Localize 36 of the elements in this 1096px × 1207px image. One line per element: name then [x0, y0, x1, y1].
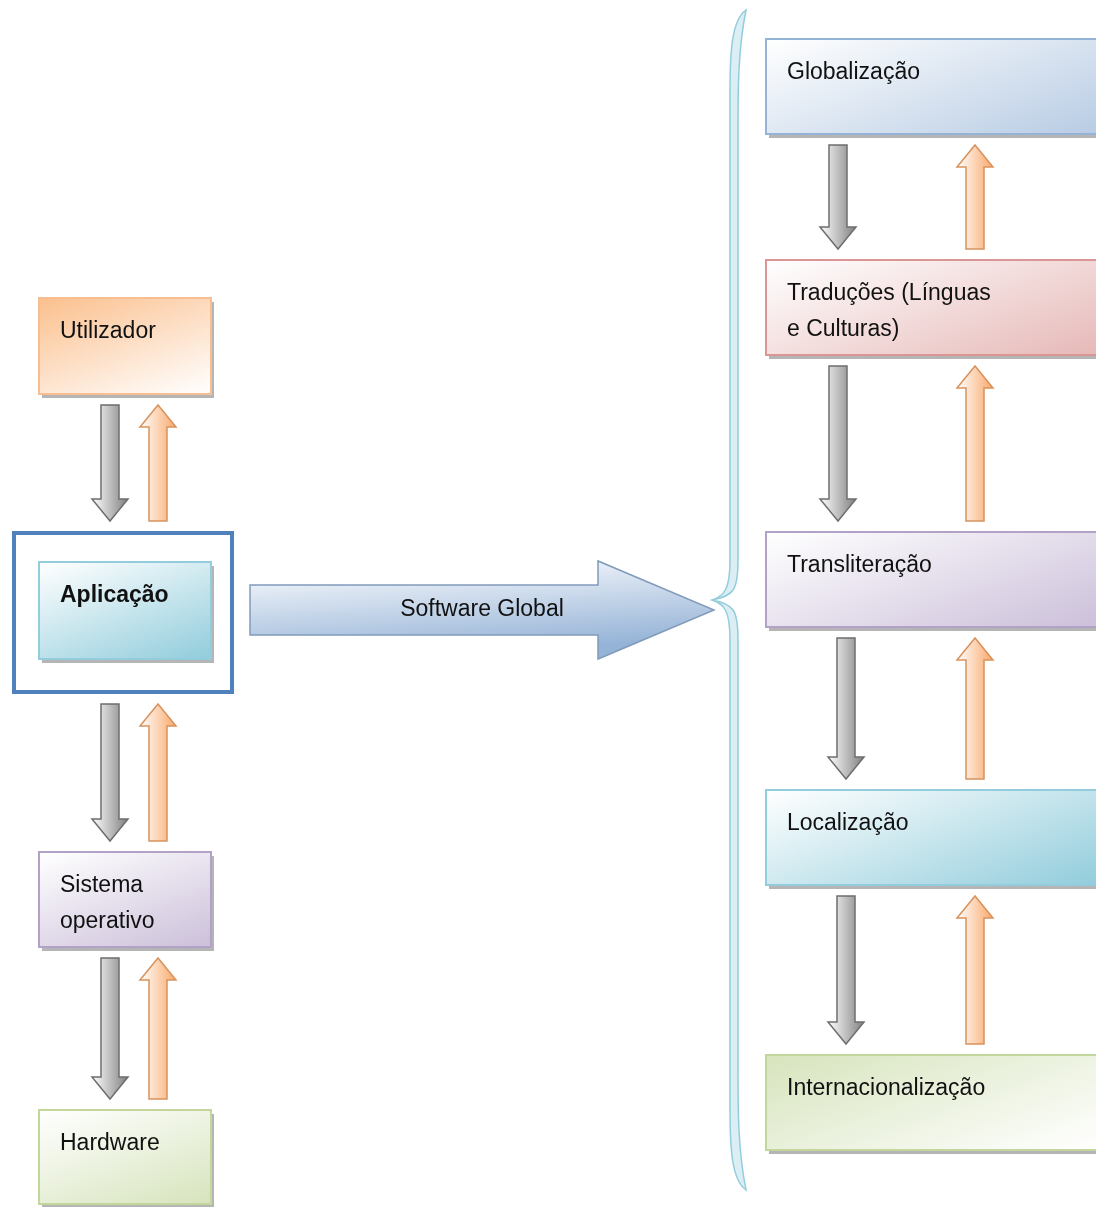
arrow: [90, 703, 130, 843]
process-box: [765, 1054, 1096, 1151]
arrow: [955, 143, 995, 250]
arrow: [955, 636, 995, 780]
process-box: [765, 259, 1096, 356]
node-label: Utilizador: [60, 316, 157, 345]
block-arrow: [249, 559, 716, 661]
node-label: Hardware: [60, 1128, 161, 1157]
arrow: [826, 895, 866, 1046]
arrow: [818, 144, 858, 251]
arrow: [138, 956, 178, 1100]
process-box: [38, 561, 212, 660]
arrow: [826, 637, 866, 781]
node-label: Traduções (Línguas e Culturas): [787, 278, 992, 343]
process-box: [765, 531, 1096, 628]
process-box: [38, 851, 212, 948]
node-label: Sistema operativo: [60, 870, 156, 935]
curly-brace: [712, 10, 746, 1190]
node-label: Globalização: [787, 57, 921, 86]
arrow: [955, 364, 995, 522]
node-label: Internacionalização: [787, 1073, 987, 1102]
arrow: [138, 702, 178, 842]
process-box: [38, 297, 212, 395]
process-box: [765, 789, 1096, 886]
arrow: [90, 404, 130, 523]
arrow: [90, 957, 130, 1101]
process-box: [38, 1109, 212, 1205]
edge-label: Software Global: [399, 595, 565, 622]
highlight-frame: [12, 531, 234, 694]
arrow: [955, 894, 995, 1045]
node-label: Transliteração: [787, 550, 933, 579]
arrow: [818, 365, 858, 523]
process-box: [765, 38, 1096, 135]
arrow: [138, 403, 178, 522]
node-label: Aplicação: [60, 580, 170, 609]
node-label: Localização: [787, 808, 910, 837]
